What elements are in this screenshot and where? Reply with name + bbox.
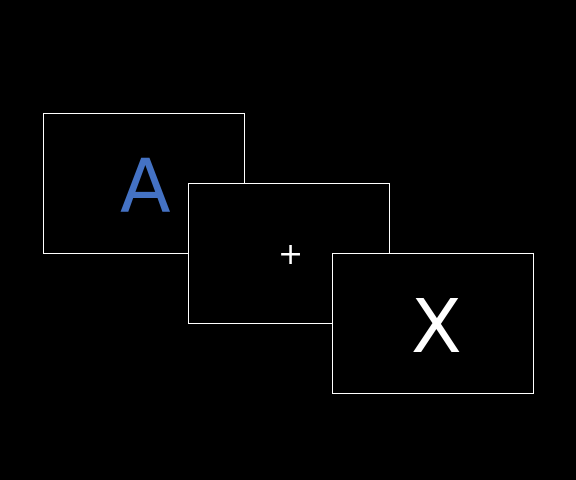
fixation-cross: +: [278, 237, 304, 272]
letter-a-stimulus: A: [120, 144, 171, 230]
letter-x-stimulus: X: [411, 284, 462, 370]
frame-letter-x: X: [332, 253, 534, 394]
